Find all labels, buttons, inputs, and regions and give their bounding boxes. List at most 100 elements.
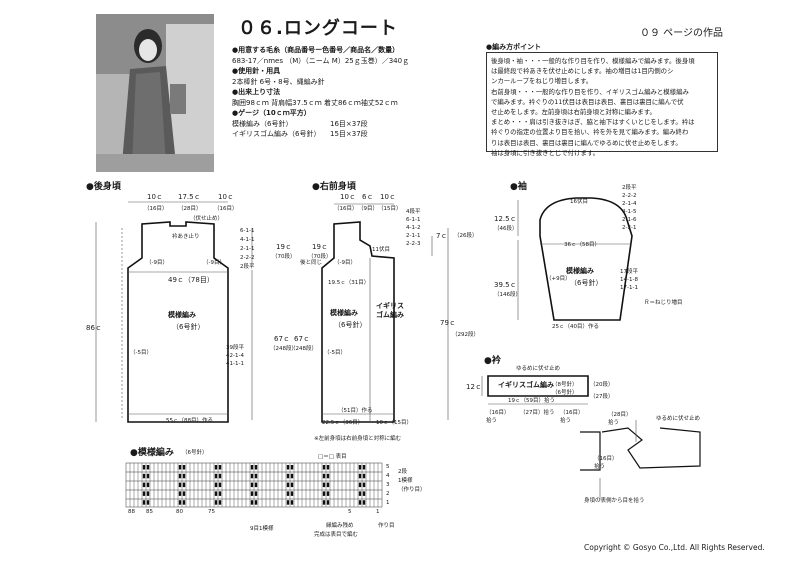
chart-stitch-mark — [286, 491, 290, 496]
yarn-heading: ●用意する毛糸（商品番号ー色番号／商品名／数量） — [232, 46, 400, 54]
page-reference: ０９ ページの作品 — [640, 28, 723, 39]
front-top-dim: 10ｃ — [380, 193, 396, 201]
chart-stitch-mark — [178, 491, 182, 496]
chart-stitch-mark — [286, 465, 290, 470]
back-needle: （6号針） — [172, 323, 205, 331]
note: （作り目） — [398, 487, 426, 493]
chart-stitch-mark — [182, 482, 186, 488]
collar-pick: （16目）拾う — [560, 410, 584, 424]
sleeve-heading: ●袖 — [510, 182, 527, 192]
chart-stitch-mark — [286, 473, 290, 479]
back-armhole-h: 19ｃ — [276, 243, 292, 251]
step: 2段平 — [622, 185, 637, 191]
chart-stitch-mark — [146, 500, 150, 505]
step: 2-1-6 — [622, 217, 637, 223]
step: 4-1-1 — [240, 237, 255, 243]
chart-stitch-mark — [290, 465, 294, 470]
collar-assy-r2: （16目）拾う — [594, 456, 615, 470]
step: 2-1-4 — [622, 201, 637, 207]
chart-note: 9目1模様 — [250, 526, 274, 532]
size-heading: ●出来上り寸法 — [232, 88, 281, 96]
chart-stitch-mark — [178, 482, 182, 488]
chart-stitch-mark — [218, 491, 222, 496]
back-top-dim: 10ｃ — [218, 193, 234, 201]
points-box: 後身頃・袖・・・一般的な作り目を作り、模様編みで編みます。後身頃 は最終段で衿あ… — [486, 52, 718, 157]
row-label: 3 — [386, 482, 390, 488]
chart-stitch-mark — [254, 465, 258, 470]
sleeve-dim-lines — [517, 200, 632, 320]
step: 2-2-1 — [622, 225, 637, 231]
step: 4-1-5 — [622, 209, 637, 215]
collar-rows-r1: （20段） — [590, 382, 614, 388]
step: 17-1-1 — [620, 285, 638, 291]
front-neck-rows: （26段） — [454, 233, 478, 239]
chart-stitch-mark — [218, 500, 222, 505]
chart-needle: （6号針） — [182, 450, 208, 456]
chart-row-labels: 5 4 3 2 1 — [386, 463, 390, 508]
chart-stitch-mark — [358, 500, 362, 505]
step: 4段平 — [406, 209, 421, 215]
points-line: りは表目は表目、裏目は裏目に編んでゆるめに伏せ止めをします。 — [491, 138, 682, 147]
points-line: 右前身頃・・・一般的な作り目を作り、イギリスゴム編みと模様編み — [491, 87, 689, 96]
sleeve-outline — [539, 197, 633, 321]
points-line: は最終段で衿あきを伏せ止めにします。袖の増目は1目内側のシ — [491, 67, 674, 76]
sleeve-needle: （6号針） — [570, 279, 603, 287]
back-top-sts: （16目） — [214, 206, 238, 212]
chart-stitch-mark — [142, 491, 146, 496]
front-top-dim: 10ｃ — [340, 193, 356, 201]
chart-stitch-mark — [358, 465, 362, 470]
model-photo — [96, 14, 214, 172]
points-line: 後身頃・袖・・・一般的な作り目を作り、模様編みで編みます。後身頃 — [491, 57, 695, 65]
back-armhole-rows: （70段） — [272, 254, 296, 260]
chart-stitch-mark — [218, 473, 222, 479]
chart-stitch-mark — [214, 482, 218, 488]
back-neck-label: 衿あき止り — [172, 234, 200, 240]
sleeve-top-sts: 16伏目 — [570, 199, 588, 205]
front-footnote: ※左前身頃は右前身頃と対称に編む — [314, 436, 402, 442]
front-bottom-note: （51目）作る — [338, 408, 373, 414]
step: 6-1-1 — [240, 228, 255, 234]
front-top-sts: （16目） — [334, 206, 358, 212]
gauge-name: イギリスゴム編み（6号針） — [232, 130, 321, 138]
front-bottom-w1: 22.5ｃ（36目） — [322, 420, 364, 426]
collar-pick: （27目）拾う — [520, 410, 555, 416]
chart-columns — [129, 463, 379, 507]
chart-stitch-mark — [286, 500, 290, 505]
chart-stitch-mark — [182, 473, 186, 479]
needles-heading: ●使用針・用具 — [232, 67, 281, 75]
materials-section: ●用意する毛糸（商品番号ー色番号／商品名／数量） 683-17／nmes （M）… — [232, 45, 409, 140]
note: 2段 — [398, 469, 407, 475]
chart-stitch-mark — [326, 482, 330, 488]
sleeve-cap-rows: （46段） — [494, 226, 518, 232]
step: 2-1-1 — [406, 233, 421, 239]
collar-top-note: ゆるめに伏せ止め — [516, 366, 561, 372]
chart-stitch-mark — [214, 500, 218, 505]
page-title: ０６.ロングコート — [238, 18, 398, 39]
step: 2段平 — [240, 264, 255, 270]
sleeve-cap-w: 36ｃ（58目） — [564, 242, 600, 248]
chart-col: 75 — [208, 509, 215, 515]
chart-stitch-mark — [182, 491, 186, 496]
collar-pick: （16目）拾う — [486, 410, 510, 424]
needles-value: 2本棒針 6号・8号、縄編み針 — [232, 77, 325, 86]
chart-stitch-mark — [290, 491, 294, 496]
back-heading: ●後身頃 — [86, 182, 121, 192]
collar-rows-r2: （27段） — [590, 394, 614, 400]
chart-stitch-mark — [322, 491, 326, 496]
note: 1模様 — [398, 478, 413, 484]
chart-stitch-mark — [218, 465, 222, 470]
step: 2-2-3 — [406, 241, 421, 247]
collar-heading: ●衿 — [484, 356, 501, 366]
collar-assy-bottom: 身頃の表側から目を拾う — [584, 498, 645, 504]
chart-stitch-mark — [250, 491, 254, 496]
step: 2-2-2 — [240, 255, 255, 261]
points-line: ンカーループをねじり増目します。 — [491, 77, 593, 86]
chart-stitch-mark — [326, 473, 330, 479]
back-dim-lines — [95, 201, 253, 422]
sleeve-inc: （+9目） — [546, 276, 571, 282]
gauge-value: 15目×37段 — [330, 130, 368, 138]
collar-assy-r1: （28目）拾う — [608, 412, 629, 426]
chart-col: 5 — [348, 509, 352, 515]
chart-stitch-mark — [254, 482, 258, 488]
back-height-total: 86ｃ — [86, 324, 102, 332]
